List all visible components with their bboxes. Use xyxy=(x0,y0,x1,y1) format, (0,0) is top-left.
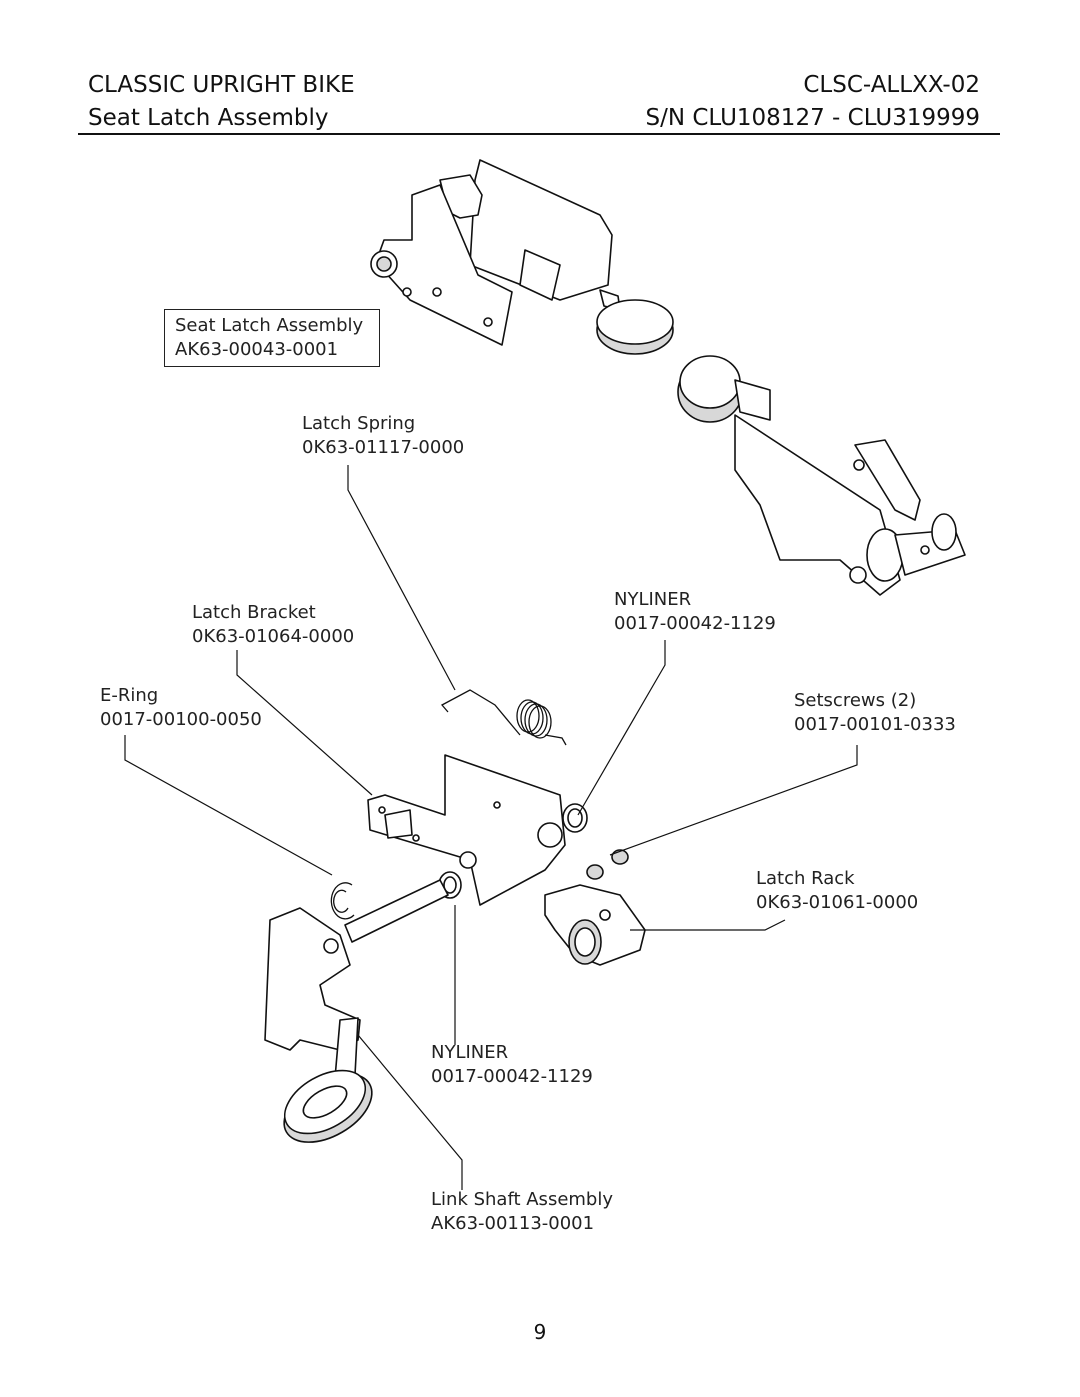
header-rule xyxy=(78,133,1000,135)
section-title: Seat Latch Assembly xyxy=(88,105,329,131)
seat-latch-assembly-number: AK63-00043-0001 xyxy=(175,339,339,360)
link-shaft-assembly-number: AK63-00113-0001 xyxy=(431,1213,595,1234)
seat-latch-assembly-drawing xyxy=(370,159,674,355)
label-link-shaft-assembly: Link Shaft Assembly AK63-00113-0001 xyxy=(431,1188,613,1236)
latch-handle-drawing xyxy=(677,355,966,596)
latch-bracket-name: Latch Bracket xyxy=(192,602,316,623)
link-shaft-assembly-drawing xyxy=(264,879,449,1143)
nyliner-lower-name: NYLINER xyxy=(431,1042,509,1063)
model-number: CLSC-ALLXX-02 xyxy=(803,72,980,98)
latch-spring-number: 0K63-01117-0000 xyxy=(302,437,465,458)
leader-lines xyxy=(124,465,858,1190)
latch-bracket-number: 0K63-01064-0000 xyxy=(192,626,355,647)
label-latch-spring: Latch Spring 0K63-01117-0000 xyxy=(302,412,464,460)
e-ring-name: E-Ring xyxy=(100,685,159,706)
e-ring-number: 0017-00100-0050 xyxy=(100,709,262,730)
document-title: CLASSIC UPRIGHT BIKE xyxy=(88,72,355,98)
seat-latch-assembly-name: Seat Latch Assembly xyxy=(175,315,364,336)
label-nyliner-lower: NYLINER 0017-00042-1129 xyxy=(431,1041,593,1089)
nyliner-upper-number: 0017-00042-1129 xyxy=(614,613,776,634)
label-latch-rack: Latch Rack 0K63-01061-0000 xyxy=(756,867,918,915)
latch-rack-name: Latch Rack xyxy=(756,868,855,889)
page-number: 9 xyxy=(533,1320,547,1344)
label-latch-bracket: Latch Bracket 0K63-01064-0000 xyxy=(192,601,354,649)
latch-bracket-drawing xyxy=(367,754,566,906)
latch-rack-number: 0K63-01061-0000 xyxy=(756,892,919,913)
label-seat-latch-assembly: Seat Latch Assembly AK63-00043-0001 xyxy=(164,309,380,367)
link-shaft-assembly-name: Link Shaft Assembly xyxy=(431,1189,614,1210)
label-setscrews: Setscrews (2) 0017-00101-0333 xyxy=(794,689,956,737)
e-ring-drawing xyxy=(330,882,355,920)
setscrews-drawing xyxy=(586,849,629,880)
setscrews-number: 0017-00101-0333 xyxy=(794,714,956,735)
nyliner-upper-drawing xyxy=(562,803,588,833)
latch-rack-drawing xyxy=(544,884,646,966)
serial-range: S/N CLU108127 - CLU319999 xyxy=(645,105,980,131)
label-nyliner-upper: NYLINER 0017-00042-1129 xyxy=(614,588,776,636)
label-e-ring: E-Ring 0017-00100-0050 xyxy=(100,684,262,732)
latch-spring-drawing xyxy=(440,689,567,746)
setscrews-name: Setscrews (2) xyxy=(794,690,917,711)
nyliner-upper-name: NYLINER xyxy=(614,589,692,610)
nyliner-lower-number: 0017-00042-1129 xyxy=(431,1066,593,1087)
latch-spring-name: Latch Spring xyxy=(302,413,416,434)
